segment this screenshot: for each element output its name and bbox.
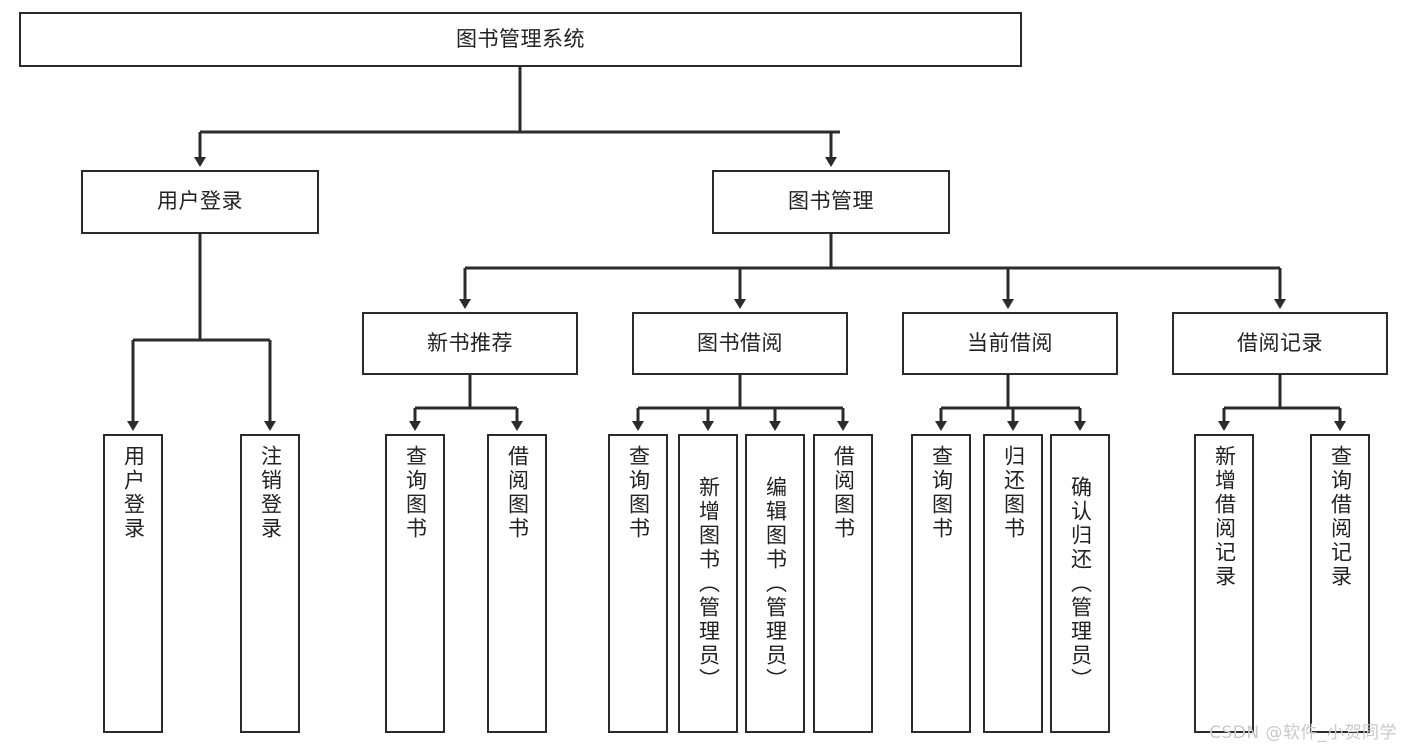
leaf-return-book-label: 归还图书: [1001, 445, 1026, 541]
leaf-add-borrow-record-label: 新增借阅记录: [1212, 445, 1237, 589]
node-current-borrow-label: 当前借阅: [967, 330, 1053, 355]
leaf-borrow-book-recommend[interactable]: 借阅图书: [487, 434, 547, 733]
leaf-user-login[interactable]: 用户登录: [103, 434, 163, 733]
leaf-confirm-return-admin[interactable]: 确认归还（管理员）: [1050, 434, 1110, 733]
leaf-query-book-recommend-label: 查询图书: [403, 445, 428, 541]
leaf-query-borrow-record-label: 查询借阅记录: [1328, 445, 1353, 589]
leaf-return-book[interactable]: 归还图书: [983, 434, 1043, 733]
leaf-add-borrow-record[interactable]: 新增借阅记录: [1194, 434, 1254, 733]
leaf-confirm-return-admin-label: 确认归还（管理员）: [1068, 475, 1093, 692]
leaf-add-book-admin[interactable]: 新增图书（管理员）: [678, 434, 738, 733]
node-new-book-recommend[interactable]: 新书推荐: [362, 312, 578, 375]
node-new-book-recommend-label: 新书推荐: [427, 330, 513, 355]
leaf-lend-book[interactable]: 借阅图书: [813, 434, 873, 733]
leaf-query-book-borrow-label: 查询图书: [626, 445, 651, 541]
leaf-query-book-current[interactable]: 查询图书: [911, 434, 971, 733]
leaf-user-login-label: 用户登录: [121, 445, 146, 541]
leaf-lend-book-label: 借阅图书: [831, 445, 856, 541]
node-user-login-label: 用户登录: [157, 189, 243, 214]
leaf-query-book-current-label: 查询图书: [929, 445, 954, 541]
node-borrow-records[interactable]: 借阅记录: [1172, 312, 1388, 375]
leaf-user-logout[interactable]: 注销登录: [240, 434, 300, 733]
node-book-borrow-label: 图书借阅: [697, 330, 783, 355]
node-root-label: 图书管理系统: [456, 26, 585, 51]
leaf-query-borrow-record[interactable]: 查询借阅记录: [1310, 434, 1370, 733]
leaf-query-book-recommend[interactable]: 查询图书: [385, 434, 445, 733]
node-book-management-label: 图书管理: [788, 189, 874, 214]
leaf-edit-book-admin-label: 编辑图书（管理员）: [763, 475, 788, 692]
node-book-borrow[interactable]: 图书借阅: [632, 312, 848, 375]
node-book-management[interactable]: 图书管理: [712, 170, 950, 234]
leaf-query-book-borrow[interactable]: 查询图书: [608, 434, 668, 733]
node-current-borrow[interactable]: 当前借阅: [902, 312, 1118, 375]
leaf-user-logout-label: 注销登录: [258, 445, 283, 541]
leaf-add-book-admin-label: 新增图书（管理员）: [696, 475, 721, 692]
leaf-edit-book-admin[interactable]: 编辑图书（管理员）: [745, 434, 805, 733]
node-borrow-records-label: 借阅记录: [1237, 330, 1323, 355]
leaf-borrow-book-recommend-label: 借阅图书: [505, 445, 530, 541]
node-root[interactable]: 图书管理系统: [19, 12, 1022, 67]
node-user-login[interactable]: 用户登录: [81, 170, 319, 234]
watermark: CSDN @软件_小贺同学: [1209, 723, 1397, 743]
